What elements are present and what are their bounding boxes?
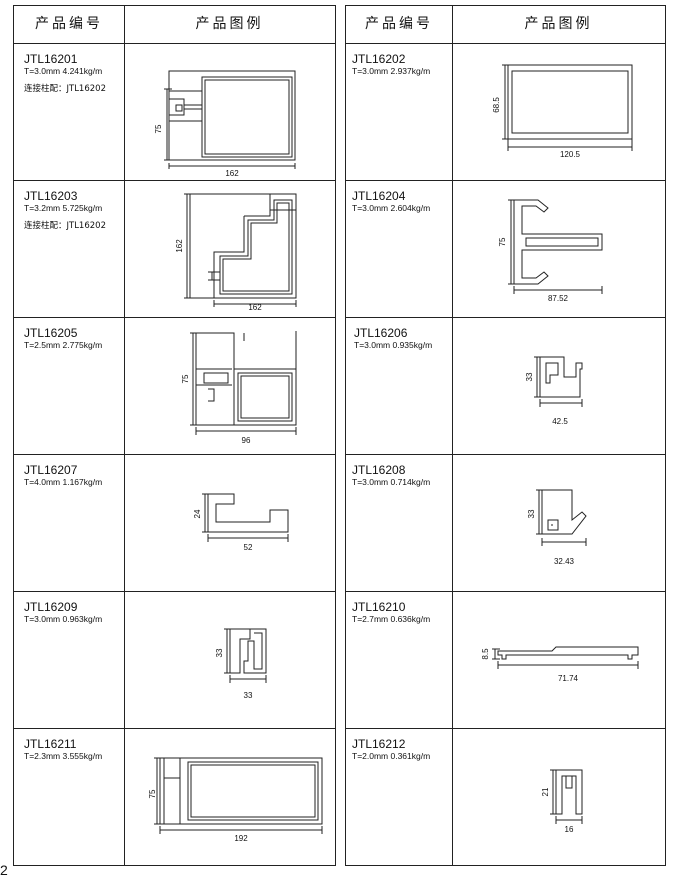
product-code: JTL16210 <box>352 600 406 614</box>
product-spec: T=2.7mm 0.636kg/m <box>352 614 431 624</box>
product-code: JTL16211 <box>24 737 77 751</box>
dim-height: 33 <box>525 372 534 381</box>
product-code: JTL16204 <box>352 189 406 203</box>
product-row: JTL16205 T=2.5mm 2.775kg/m 75 96 <box>14 317 335 455</box>
product-spec: T=2.3mm 3.555kg/m <box>24 751 103 761</box>
product-info: JTL16210 T=2.7mm 0.636kg/m <box>352 601 452 625</box>
page-number: 2 <box>0 862 8 878</box>
product-spec: T=3.0mm 0.714kg/m <box>352 477 431 487</box>
product-row: JTL16210 T=2.7mm 0.636kg/m 8.5 71.74 <box>346 591 665 729</box>
dim-width: 16 <box>565 825 574 834</box>
dim-height: 162 <box>175 239 184 253</box>
product-row: JTL16208 T=3.0mm 0.714kg/m 33 32.43 <box>346 454 665 592</box>
product-spec: T=3.0mm 2.604kg/m <box>352 203 431 213</box>
product-info: JTL16212 T=2.0mm 0.361kg/m <box>352 738 452 762</box>
product-info: JTL16209 T=3.0mm 0.963kg/m <box>24 601 124 625</box>
column-divider <box>124 6 125 865</box>
product-spec: T=3.0mm 2.937kg/m <box>352 66 431 76</box>
product-info: JTL16211 T=2.3mm 3.555kg/m <box>24 738 124 762</box>
dim-width: 120.5 <box>560 150 581 159</box>
profile-drawing: 21 16 <box>541 769 583 834</box>
product-row: JTL16203 T=3.2mm 5.725kg/m 连接柱配：JTL16202… <box>14 180 335 318</box>
product-spec: T=3.0mm 0.963kg/m <box>24 614 103 624</box>
product-info: JTL16207 T=4.0mm 1.167kg/m <box>24 464 124 488</box>
header-product-code: 产品编号 <box>35 16 103 32</box>
product-note: 连接柱配：JTL16202 <box>24 221 106 231</box>
product-code: JTL16207 <box>24 463 78 477</box>
product-spec: T=2.0mm 0.361kg/m <box>352 751 431 761</box>
left-product-table: 产品编号 产品图例 JTL16201 T=3.0mm 4.241kg/m 连接柱… <box>13 5 336 866</box>
product-row: JTL16202 T=3.0mm 2.937kg/m 68.5 120.5 <box>346 43 665 181</box>
product-row: JTL16204 T=3.0mm 2.604kg/m 75 87.52 <box>346 180 665 318</box>
profile-drawing: 162 162 <box>175 193 297 312</box>
dim-width: 162 <box>225 169 239 178</box>
profile-drawing: 75 192 <box>148 757 323 843</box>
dim-width: 32.43 <box>554 557 575 566</box>
product-spec: T=3.0mm 4.241kg/m <box>24 66 103 76</box>
product-spec: T=3.0mm 0.935kg/m <box>354 340 433 350</box>
product-info: JTL16208 T=3.0mm 0.714kg/m <box>352 464 452 488</box>
product-code: JTL16203 <box>24 189 78 203</box>
column-divider <box>452 6 453 865</box>
product-row: JTL16212 T=2.0mm 0.361kg/m 21 16 <box>346 728 665 865</box>
product-code: JTL16208 <box>352 463 406 477</box>
dim-height: 75 <box>498 237 507 246</box>
product-code: JTL16209 <box>24 600 78 614</box>
dim-width: 52 <box>244 543 253 552</box>
profile-drawing: 75 87.52 <box>498 199 603 303</box>
dim-width: 162 <box>248 303 262 312</box>
profile-drawing: 24 52 <box>193 493 289 552</box>
profile-drawing: 75 96 <box>181 331 297 445</box>
profile-drawing: 33 33 <box>215 628 267 700</box>
product-info: JTL16206 T=3.0mm 0.935kg/m <box>354 327 454 351</box>
dim-height: 75 <box>148 789 157 798</box>
product-row: JTL16201 T=3.0mm 4.241kg/m 连接柱配：JTL16202… <box>14 43 335 181</box>
table-header: 产品编号 产品图例 <box>346 6 665 44</box>
product-info: JTL16201 T=3.0mm 4.241kg/m 连接柱配：JTL16202 <box>24 53 124 95</box>
product-code: JTL16201 <box>24 52 78 66</box>
dim-width: 42.5 <box>552 417 568 426</box>
product-spec: T=2.5mm 2.775kg/m <box>24 340 103 350</box>
product-code: JTL16205 <box>24 326 78 340</box>
profile-drawing: 33 42.5 <box>525 356 583 426</box>
dim-width: 96 <box>242 436 251 445</box>
product-row: JTL16206 T=3.0mm 0.935kg/m 33 42.5 <box>346 317 665 455</box>
profile-drawing: 68.5 120.5 <box>492 64 633 159</box>
dim-width: 192 <box>234 834 248 843</box>
product-info: JTL16204 T=3.0mm 2.604kg/m <box>352 190 452 214</box>
dim-height: 33 <box>527 509 536 518</box>
product-info: JTL16203 T=3.2mm 5.725kg/m 连接柱配：JTL16202 <box>24 190 124 232</box>
product-spec: T=4.0mm 1.167kg/m <box>24 477 103 487</box>
dim-height: 75 <box>154 124 163 133</box>
product-code: JTL16206 <box>354 326 408 340</box>
product-code: JTL16202 <box>352 52 406 66</box>
dim-height: 21 <box>541 787 550 796</box>
product-code: JTL16212 <box>352 737 406 751</box>
dim-height: 24 <box>193 509 202 518</box>
header-product-code: 产品编号 <box>365 16 433 32</box>
dim-width: 33 <box>244 691 253 700</box>
dim-width: 71.74 <box>558 674 579 683</box>
product-row: JTL16209 T=3.0mm 0.963kg/m 33 33 <box>14 591 335 729</box>
header-product-drawing: 产品图例 <box>524 16 593 32</box>
dim-width: 87.52 <box>548 294 569 303</box>
product-spec: T=3.2mm 5.725kg/m <box>24 203 103 213</box>
dim-height: 8.5 <box>481 648 490 660</box>
product-row: JTL16207 T=4.0mm 1.167kg/m 24 52 <box>14 454 335 592</box>
product-note: 连接柱配：JTL16202 <box>24 84 106 94</box>
product-info: JTL16205 T=2.5mm 2.775kg/m <box>24 327 124 351</box>
product-info: JTL16202 T=3.0mm 2.937kg/m <box>352 53 452 77</box>
dim-height: 75 <box>181 374 190 383</box>
profile-drawing: 33 32.43 <box>527 489 587 566</box>
header-product-drawing: 产品图例 <box>195 16 264 32</box>
dim-height: 68.5 <box>492 97 501 113</box>
table-header: 产品编号 产品图例 <box>14 6 335 44</box>
dim-height: 33 <box>215 648 224 657</box>
profile-drawing: 75 162 <box>154 70 296 178</box>
profile-drawing: 8.5 71.74 <box>481 646 639 683</box>
right-product-table: 产品编号 产品图例 JTL16202 T=3.0mm 2.937kg/m 68.… <box>345 5 666 866</box>
product-row: JTL16211 T=2.3mm 3.555kg/m 75 192 <box>14 728 335 865</box>
